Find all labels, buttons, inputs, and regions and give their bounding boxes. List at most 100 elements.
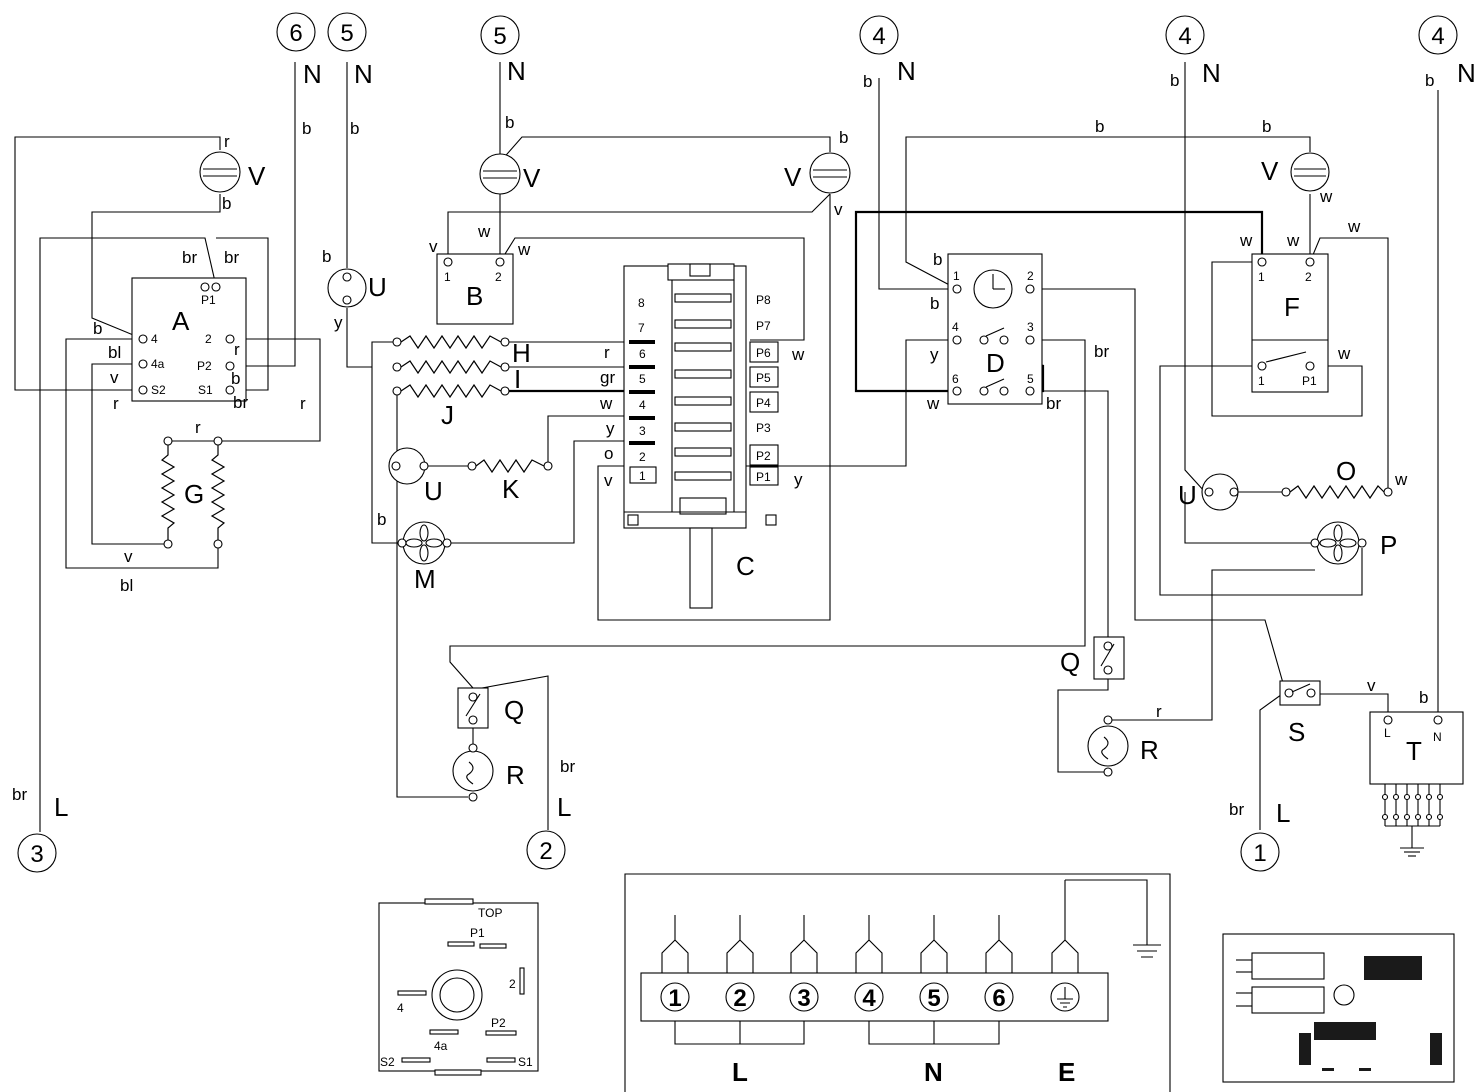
C-pin-P7: P7 xyxy=(756,319,771,333)
C-pin-P2: P2 xyxy=(756,449,771,463)
terminal-2: 2 xyxy=(733,985,746,1012)
A-pin-S1: S1 xyxy=(198,383,213,397)
svg-text:r: r xyxy=(224,132,230,151)
svg-text:b: b xyxy=(1095,117,1104,136)
feed-3: 3 L xyxy=(17,792,68,873)
C-pin-P1: P1 xyxy=(756,470,771,484)
B-pin-1: 1 xyxy=(444,270,451,284)
A-pin-2: 2 xyxy=(205,332,212,346)
svg-text:o: o xyxy=(604,444,613,463)
svg-text:v: v xyxy=(429,237,438,256)
component-Q-left: Q xyxy=(457,687,524,729)
T-pin-L: L xyxy=(1384,726,1391,740)
lamp-V-center: V xyxy=(479,153,541,195)
terminal-5: 5 xyxy=(927,985,940,1012)
feed-4c: 4 N xyxy=(1418,15,1476,88)
component-U-K: U K xyxy=(388,447,553,506)
right-wires xyxy=(854,62,1439,830)
svg-text:br: br xyxy=(560,757,575,776)
terminal-3: 3 xyxy=(797,985,810,1012)
group-E: E xyxy=(1058,1057,1075,1087)
svg-text:b: b xyxy=(231,369,240,388)
svg-text:v: v xyxy=(834,200,843,219)
svg-text:b: b xyxy=(222,194,231,213)
D-pin-3: 3 xyxy=(1027,320,1034,334)
svg-text:y: y xyxy=(930,345,939,364)
component-I-label: I xyxy=(514,364,521,394)
feed-4c-number: 4 xyxy=(1431,23,1444,50)
left-section-wires xyxy=(14,62,321,832)
left-wire-codes: r b br br b bl v r r b br r r b v bl br xyxy=(12,119,311,804)
component-U-top-label: U xyxy=(368,272,387,302)
feed-5b-number: 5 xyxy=(493,23,506,50)
component-C-label: C xyxy=(736,551,755,581)
A-pin-P2: P2 xyxy=(197,359,212,373)
switch-face-S1: S1 xyxy=(518,1055,533,1069)
svg-text:w: w xyxy=(1347,217,1361,236)
B-pin-2: 2 xyxy=(495,270,502,284)
svg-text:b: b xyxy=(1170,71,1179,90)
component-Q-right: Q xyxy=(1060,636,1125,680)
svg-text:b: b xyxy=(839,128,848,147)
feed-4b-number: 4 xyxy=(1178,23,1191,50)
component-O-label: O xyxy=(1336,456,1356,486)
C-pin-6: 6 xyxy=(639,347,646,361)
C-pin-8: 8 xyxy=(638,296,645,310)
feed-6-line: N xyxy=(303,59,322,89)
feed-4a-line: N xyxy=(897,56,916,86)
svg-text:v: v xyxy=(124,547,133,566)
svg-text:b: b xyxy=(1262,117,1271,136)
C-pin-3: 3 xyxy=(639,424,646,438)
component-G: G xyxy=(160,436,226,549)
lamp-V-right-label: V xyxy=(1261,156,1279,186)
A-pin-4a: 4a xyxy=(151,357,165,371)
component-C: 8 7 6 5 4 3 2 1 P8 P7 P6 P5 P4 P3 P2 P1 … xyxy=(623,263,779,609)
svg-text:w: w xyxy=(1319,187,1333,206)
group-N: N xyxy=(924,1057,943,1087)
C-pin-P3: P3 xyxy=(756,421,771,435)
terminal-4: 4 xyxy=(862,985,876,1012)
component-S-label: S xyxy=(1288,717,1305,747)
component-U-right-label: U xyxy=(1178,480,1197,510)
D-pin-6: 6 xyxy=(952,372,959,386)
svg-text:v: v xyxy=(1367,676,1376,695)
switch-face-4: 4 xyxy=(397,1001,404,1015)
svg-text:gr: gr xyxy=(600,368,615,387)
component-U-O: U O xyxy=(1178,456,1393,511)
lamp-V-left: V xyxy=(199,151,266,193)
svg-text:b: b xyxy=(933,250,942,269)
component-U-top: U xyxy=(327,268,387,308)
svg-text:w: w xyxy=(477,222,491,241)
svg-text:r: r xyxy=(300,394,306,413)
feed-6: 6 N xyxy=(276,12,322,89)
lamp-V-right: V xyxy=(1261,152,1330,192)
T-pin-N: N xyxy=(1433,730,1442,744)
feed-5a-number: 5 xyxy=(340,20,353,47)
component-M: M xyxy=(397,521,452,594)
earth-terminal-icon xyxy=(1050,982,1080,1012)
svg-text:w: w xyxy=(791,345,805,364)
component-R-left-label: R xyxy=(506,760,525,790)
D-pin-4: 4 xyxy=(952,320,959,334)
pcb-module xyxy=(1222,933,1455,1083)
feed-2: 2 L xyxy=(526,792,571,870)
feed-4c-line: N xyxy=(1457,58,1476,88)
svg-text:b: b xyxy=(93,319,102,338)
svg-text:y: y xyxy=(334,313,343,332)
svg-text:b: b xyxy=(1419,688,1428,707)
svg-text:br: br xyxy=(1229,800,1244,819)
svg-text:w: w xyxy=(1337,344,1351,363)
C-pin-1: 1 xyxy=(639,469,646,483)
feed-5b-line: N xyxy=(507,56,526,86)
lamp-V-right-center: V xyxy=(784,152,851,194)
svg-text:w: w xyxy=(599,394,613,413)
D-pin-5: 5 xyxy=(1027,372,1034,386)
C-pin-7: 7 xyxy=(638,321,645,335)
component-P-label: P xyxy=(1380,530,1397,560)
feed-5a-line: N xyxy=(354,59,373,89)
F-pin-1: 1 xyxy=(1258,270,1265,284)
svg-text:w: w xyxy=(926,394,940,413)
F-pin-P1: P1 xyxy=(1302,374,1317,388)
component-Q-right-label: Q xyxy=(1060,647,1080,677)
